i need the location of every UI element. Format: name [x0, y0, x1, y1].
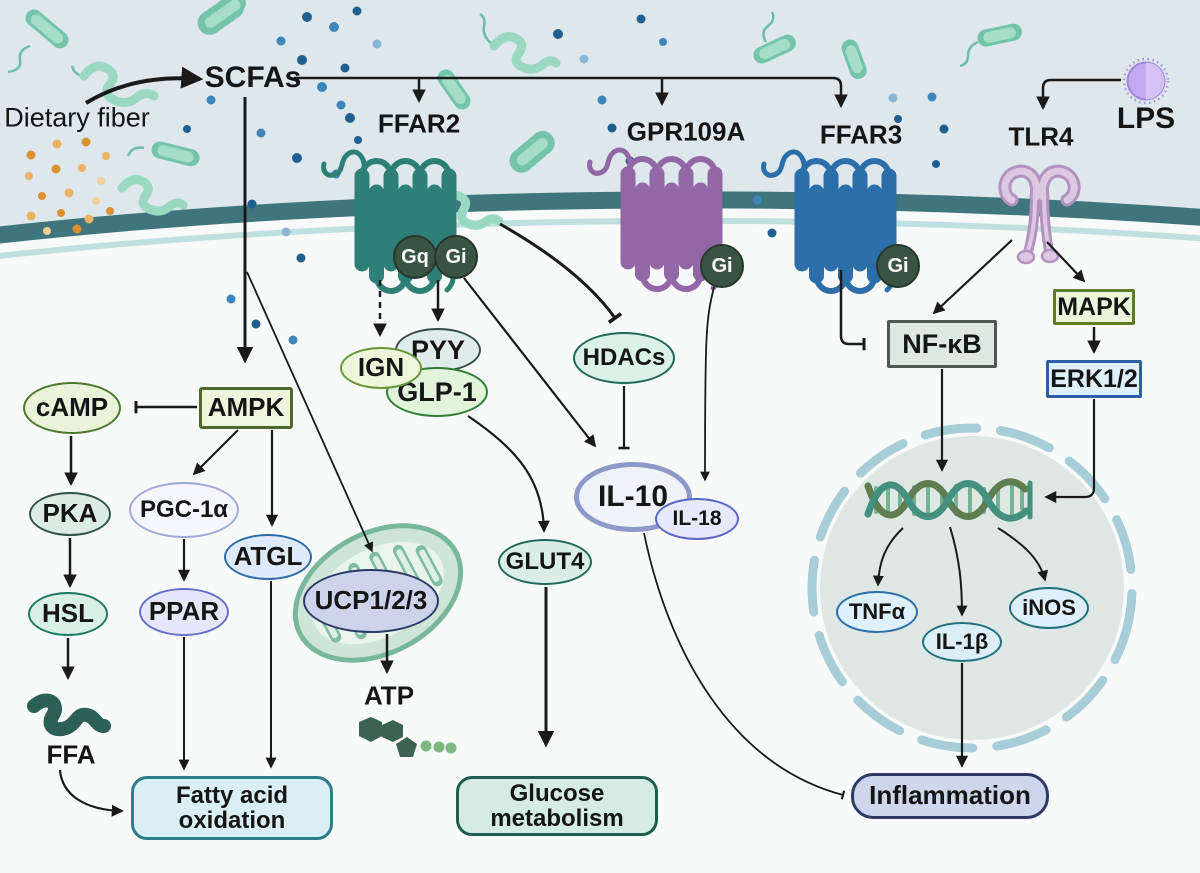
- node-nfkb: NF-κB: [887, 320, 997, 368]
- node-inos: iNOS: [1009, 587, 1089, 629]
- tlr4-receptor-icon: [998, 164, 1081, 265]
- inhibit-ffar3-to-nfkb: [839, 270, 866, 351]
- gi-protein-gpr109a: Gi: [700, 244, 744, 288]
- ffa-molecule-icon: [27, 693, 111, 737]
- node-il10: IL-10: [574, 462, 692, 532]
- outcome-inflammation: Inflammation: [851, 773, 1049, 819]
- node-hdacs: HDACs: [573, 332, 675, 384]
- node-glut4: GLUT4: [498, 539, 592, 585]
- dna-icon: [864, 478, 1033, 522]
- node-mapk: MAPK: [1053, 289, 1135, 325]
- gpr109a-label: GPR109A: [626, 116, 746, 147]
- tlr4-label: TLR4: [1008, 121, 1074, 152]
- node-erk12: ERK1/2: [1046, 360, 1142, 398]
- arrow-fiber-to-scfas: [84, 66, 204, 105]
- arrow-gi-to-il10: [463, 277, 597, 448]
- dietary-fiber-label: Dietary fiber: [4, 102, 150, 133]
- arrow-tlr4-to-mapk: [1046, 241, 1086, 283]
- node-camp: cAMP: [23, 382, 121, 434]
- fiber-dots: [25, 137, 114, 235]
- arrow-ampk-to-pgc1a: [192, 429, 239, 476]
- inhibit-ffar2-to-hdacs: [499, 222, 623, 324]
- pathway-arrows: [58, 66, 1121, 817]
- arrow-scfas-to-ffar3: [294, 76, 848, 109]
- ffar2-label: FFAR2: [377, 108, 461, 139]
- arrow-erk12-to-dna: [1044, 399, 1096, 504]
- node-ign: IGN: [340, 347, 422, 389]
- arrow-tlr4-to-nfkb: [932, 239, 1013, 315]
- atp-label: ATP: [363, 680, 415, 711]
- bacteria-group: [7, 0, 1022, 230]
- inhibit-il10-to-inflammation: [643, 532, 846, 800]
- ffa-label: FFA: [46, 739, 96, 770]
- arrow-glp1-to-glut4: [467, 415, 550, 533]
- ffar3-label: FFAR3: [819, 119, 903, 150]
- gi-protein-ffar2: Gi: [434, 235, 478, 279]
- node-ppar: PPAR: [139, 588, 229, 636]
- outcome-fatty-acid-oxidation: Fatty acid oxidation: [131, 776, 333, 840]
- gi-protein-ffar3: Gi: [876, 244, 920, 288]
- arrow-lps-to-tlr4: [1036, 78, 1121, 111]
- node-ucp123: UCP1/2/3: [303, 569, 439, 633]
- scfas-label: SCFAs: [204, 61, 302, 94]
- arrow-dna-to-il1b: [949, 526, 968, 617]
- lps-icon: [1122, 57, 1170, 105]
- arrow-dna-to-tnfa: [872, 527, 904, 587]
- cell-membrane: [0, 191, 1200, 259]
- node-pgc1a: PGC-1α: [129, 482, 239, 538]
- gq-protein: Gq: [393, 235, 437, 279]
- node-ampk: AMPK: [199, 387, 293, 429]
- arrow-scfas-to-ucp123: [246, 271, 374, 553]
- arrow-gpr109a-gi-to-il18: [700, 286, 715, 482]
- node-atgl: ATGL: [224, 534, 312, 580]
- scfa-dots: [183, 6, 949, 345]
- node-il1b: IL-1β: [922, 622, 1002, 662]
- node-hsl: HSL: [28, 592, 108, 636]
- arrow-dna-to-inos: [997, 527, 1049, 582]
- atp-molecule-icon: [359, 717, 457, 757]
- node-pka: PKA: [29, 492, 111, 536]
- node-il18: IL-18: [655, 498, 739, 540]
- lps-label: LPS: [1116, 102, 1176, 135]
- outcome-glucose-metabolism: Glucose metabolism: [456, 776, 658, 836]
- arrow-ffa-to-fatty-acid-oxidation: [58, 769, 124, 817]
- node-tnfa: TNFα: [836, 591, 918, 633]
